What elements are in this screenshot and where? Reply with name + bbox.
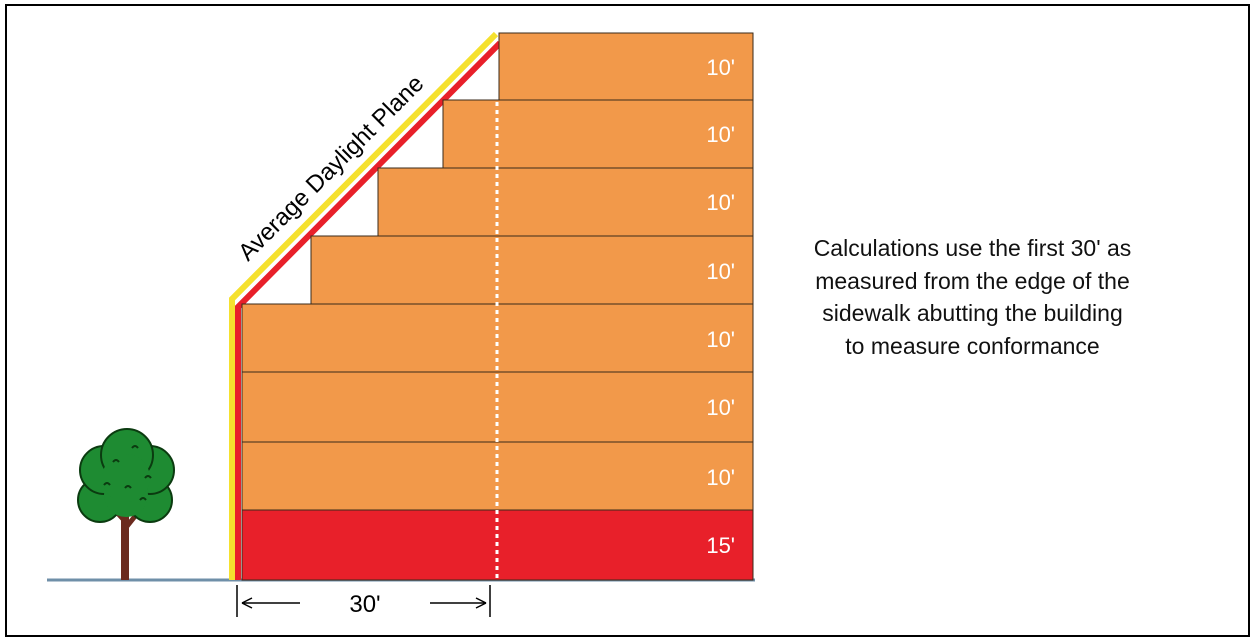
floor-8 [498,32,754,101]
floor-2 [241,441,754,511]
floor-label: 10' [706,122,735,147]
floor-5 [310,235,754,305]
note-line: measured from the edge of the [815,267,1130,294]
floor-label: 15' [706,533,735,558]
note-line: Calculations use the first 30' as [813,235,1132,261]
note-line: sidewalk abutting the building [822,300,1123,326]
floor-6 [377,167,754,237]
tree-icon [77,428,175,580]
diagram-frame [5,4,1250,637]
floor-label: 10' [706,327,735,352]
floor-label: 10' [706,55,735,80]
note-line: to measure conformance [845,332,1100,359]
calculation-note: Calculations use the first 30' as measur… [775,232,1170,362]
daylight-plane-yellow-line [229,31,499,580]
daylight-plane-red-line [235,40,503,580]
floor-label: 10' [706,395,735,420]
floor-label: 10' [706,259,735,284]
floor-label: 10' [706,465,735,490]
dimension-label: 30' [349,591,380,618]
floor-label: 10' [706,190,735,215]
dimension-arrow [236,585,491,617]
